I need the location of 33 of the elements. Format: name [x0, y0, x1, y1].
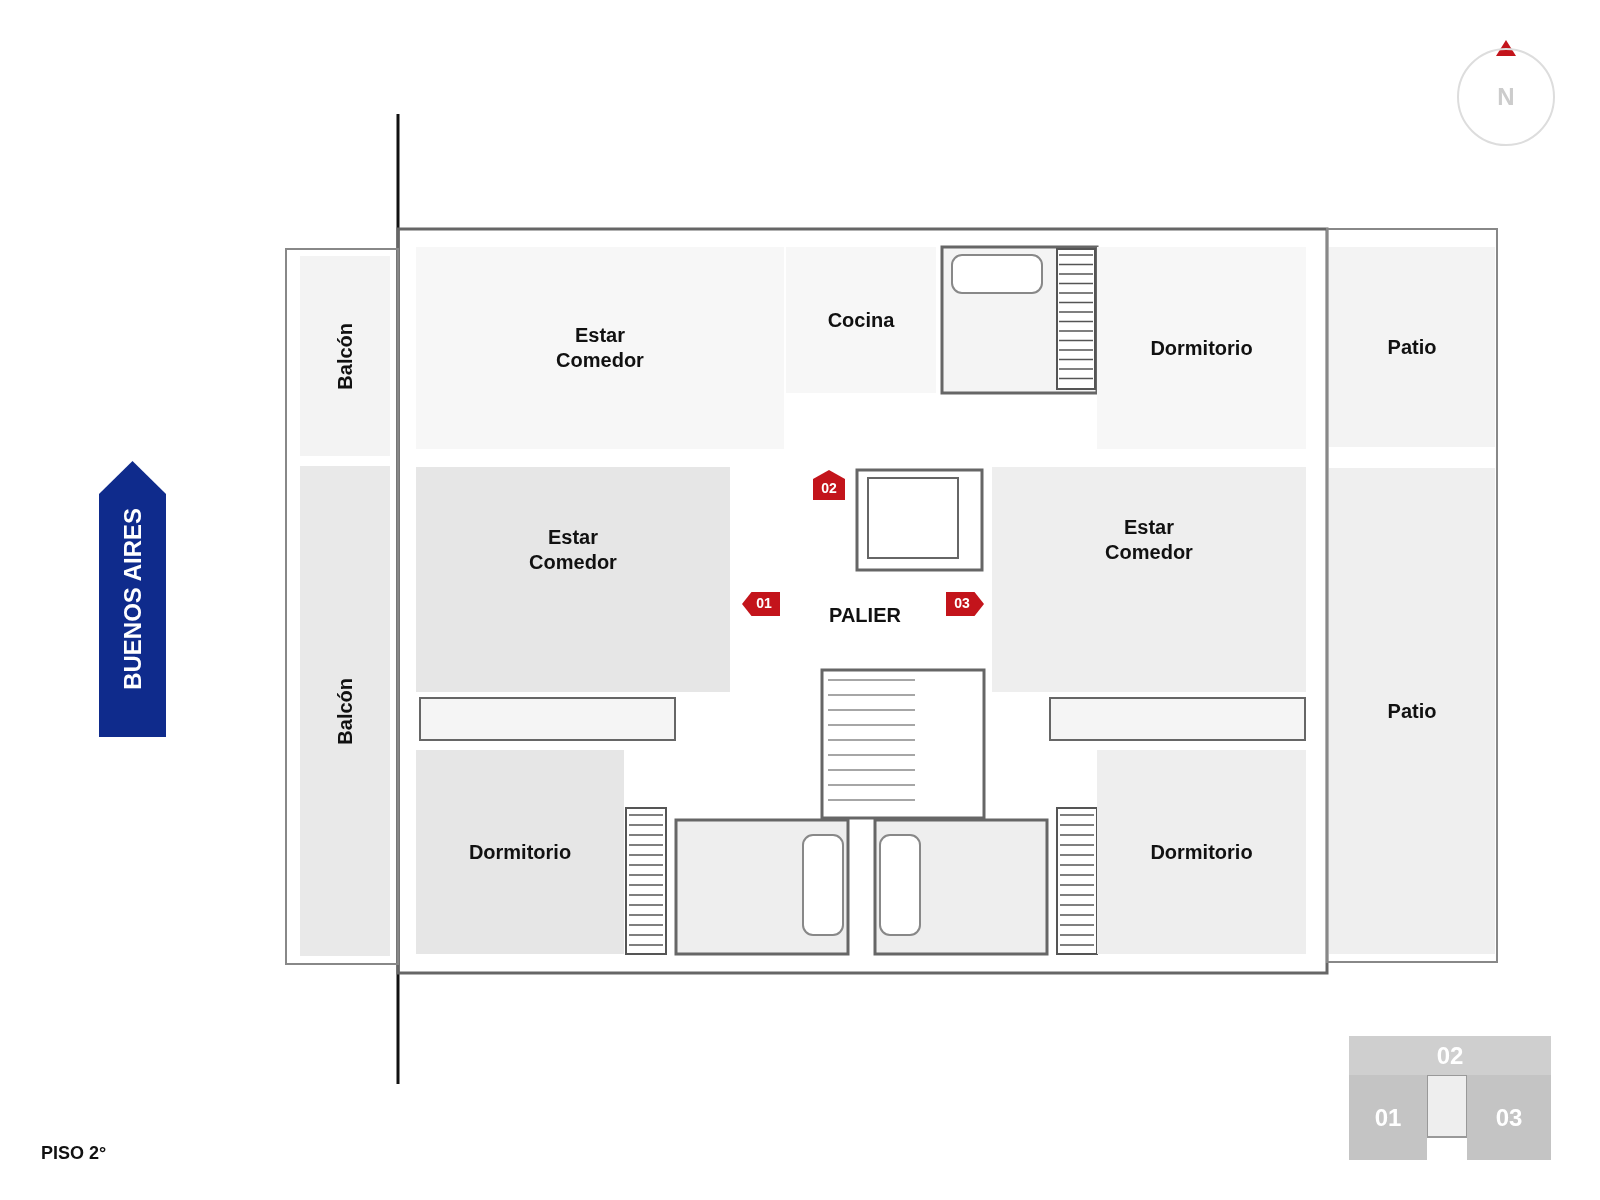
room-label: Dormitorio — [1150, 839, 1253, 865]
room-label: Balcón — [332, 322, 357, 390]
key-plan-unit — [1349, 1036, 1551, 1075]
room-label: 03 — [954, 595, 970, 613]
patio-area — [1329, 247, 1495, 447]
door-tag — [946, 592, 984, 616]
room-label: Dormitorio — [468, 839, 572, 865]
key-plan-unit — [1467, 1075, 1551, 1160]
room-label: 02 — [821, 479, 837, 497]
room-label: Estar Comedor — [555, 323, 645, 373]
key-plan-unit — [1349, 1075, 1427, 1160]
street-sign — [99, 461, 166, 737]
room-label: Cocina — [827, 307, 895, 333]
room-area — [416, 750, 624, 954]
room-label: Dormitorio — [1150, 335, 1253, 361]
room-label: Estar Comedor — [1104, 514, 1194, 565]
street-name: BUENOS AIRES — [117, 508, 147, 690]
room-area — [416, 467, 730, 692]
room-area — [1097, 247, 1306, 449]
room-label: PALIER — [829, 603, 901, 628]
compass-circle — [1457, 48, 1555, 146]
door-tag — [813, 470, 845, 500]
room-area — [1097, 750, 1306, 954]
door-tag — [742, 592, 780, 616]
room-label: 01 — [1374, 1102, 1402, 1133]
room-label: Patio — [1387, 334, 1437, 360]
room-label: 01 — [756, 595, 772, 613]
room-label: Patio — [1387, 698, 1437, 724]
room-label: Estar Comedor — [528, 524, 618, 575]
floor-label: PISO 2° — [41, 1143, 107, 1164]
patio-area — [1329, 468, 1495, 954]
room-label: 03 — [1495, 1102, 1523, 1133]
room-label: Balcón — [332, 677, 357, 745]
